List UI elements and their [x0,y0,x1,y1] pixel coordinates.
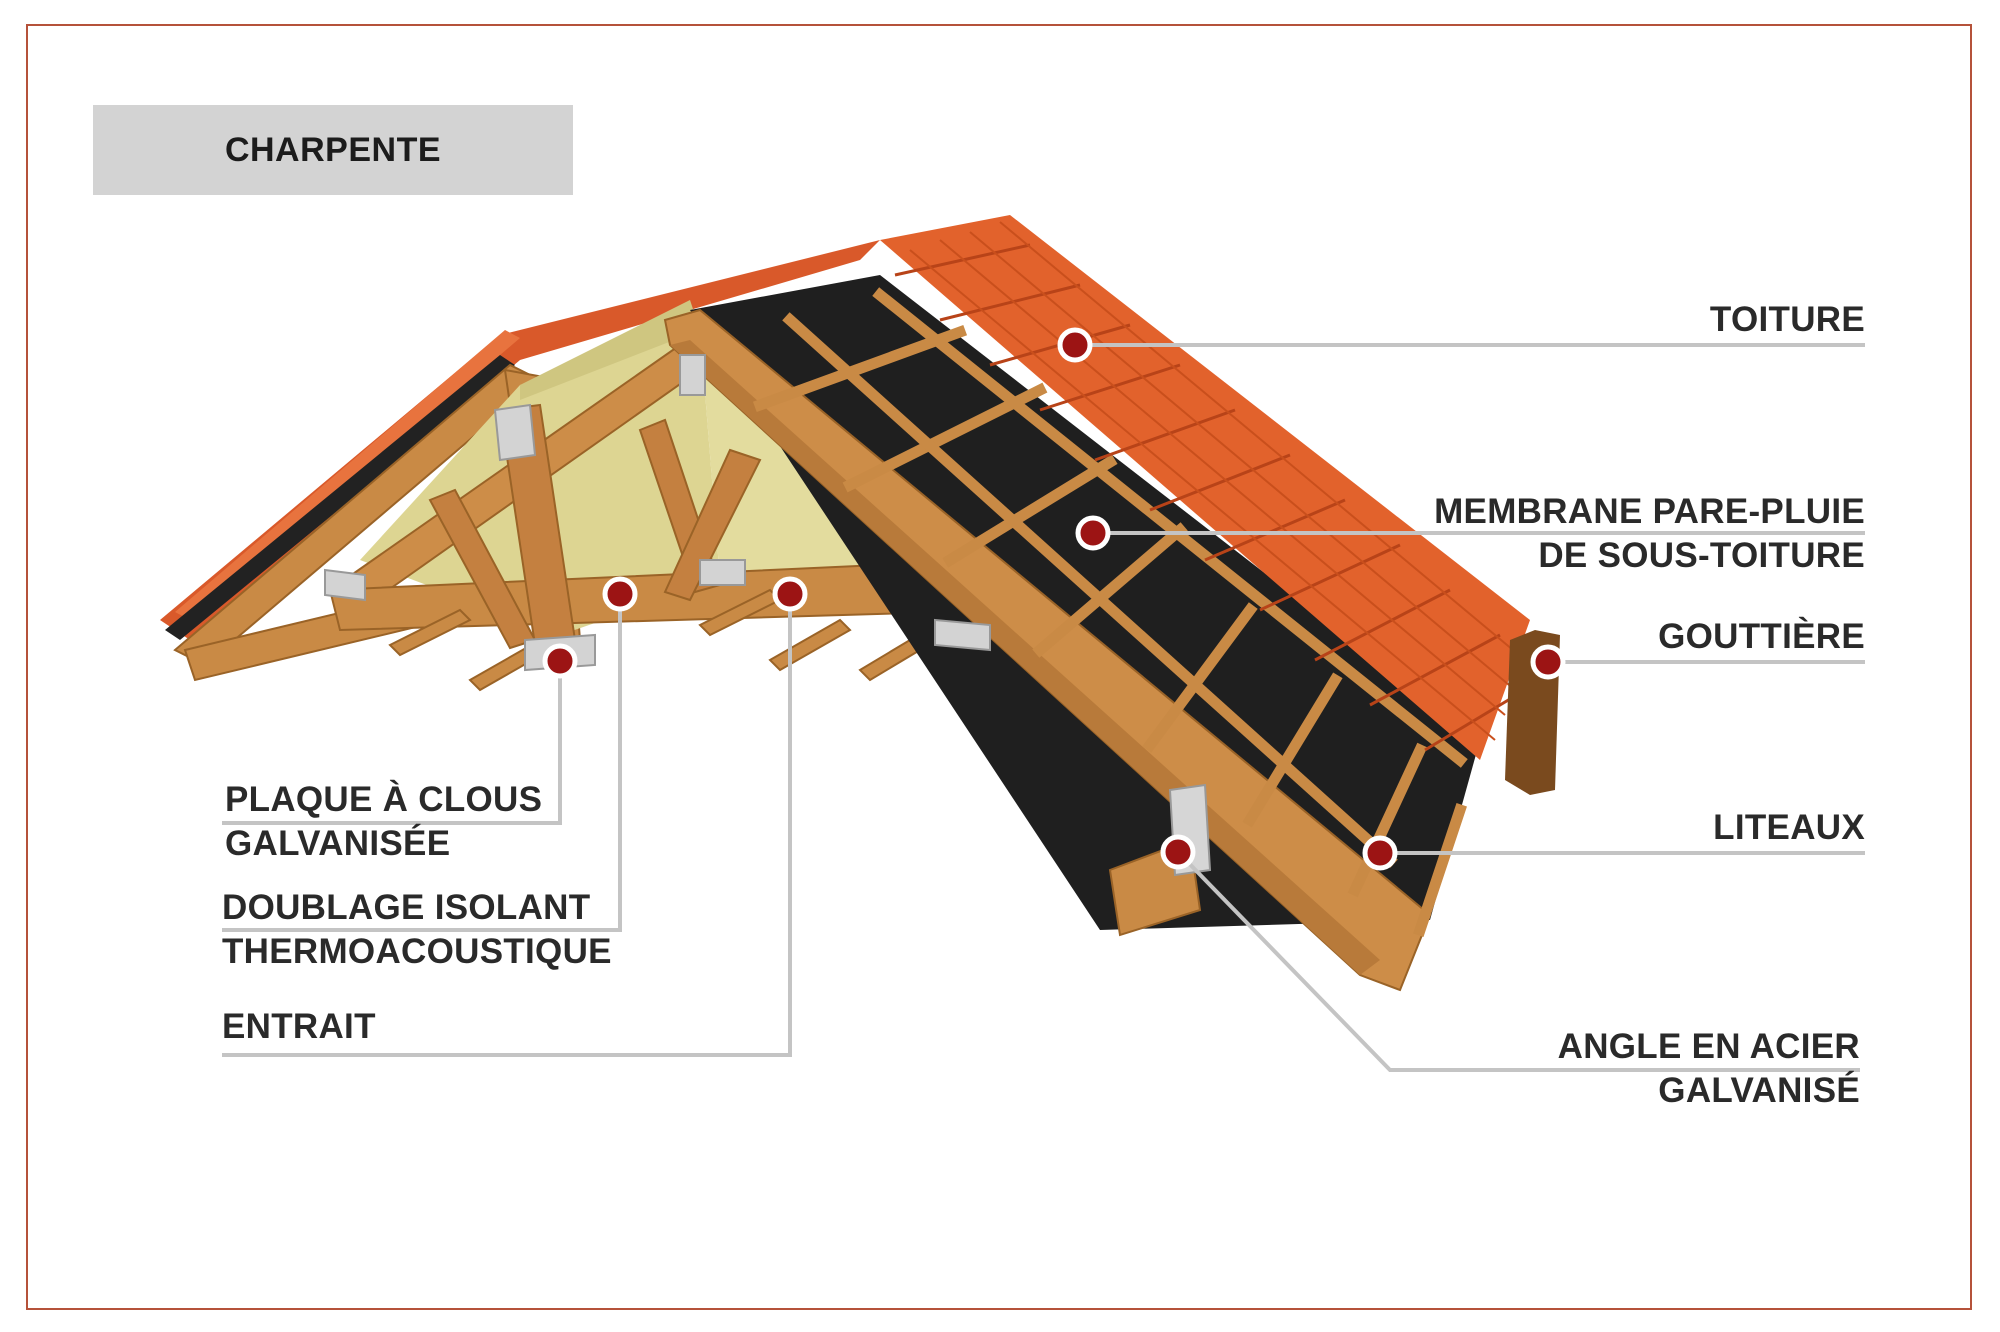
marker-entrait [772,576,808,612]
label-gouttiere: GOUTTIÈRE [1658,617,1865,656]
label-liteaux: LITEAUX [1713,808,1865,847]
label-angle: ANGLE EN ACIER GALVANISÉ [1557,1027,1860,1110]
marker-angle [1160,834,1196,870]
marker-plaque [542,643,578,679]
label-membrane: MEMBRANE PARE-PLUIE DE SOUS-TOITURE [1434,492,1865,575]
nail-plates [324,354,991,672]
label-entrait: ENTRAIT [222,1007,376,1046]
label-doublage: DOUBLAGE ISOLANT THERMOACOUSTIQUE [222,888,612,971]
back-membrane-edge [165,355,515,640]
battens [752,287,1468,937]
insulation-back [520,300,700,400]
page-title: CHARPENTE [224,130,442,169]
marker-doublage [602,576,638,612]
leader-lines [222,343,1865,1072]
marker-membrane [1075,515,1111,551]
back-roof-tile-ridges [175,330,520,620]
label-toiture: TOITURE [1709,300,1865,339]
tile-rows [894,243,1526,752]
main-truss-strut-c [663,448,762,602]
tile-columns [909,221,1526,741]
marker-gouttiere [1530,644,1566,680]
label-plaque: PLAQUE À CLOUS GALVANISÉE [225,780,543,863]
title-box: CHARPENTE [93,105,573,195]
marker-toiture [1057,327,1093,363]
outer-frame [26,24,1972,1310]
marker-liteaux [1362,835,1398,871]
markers [542,327,1566,871]
back-roof-tiles [160,240,880,640]
